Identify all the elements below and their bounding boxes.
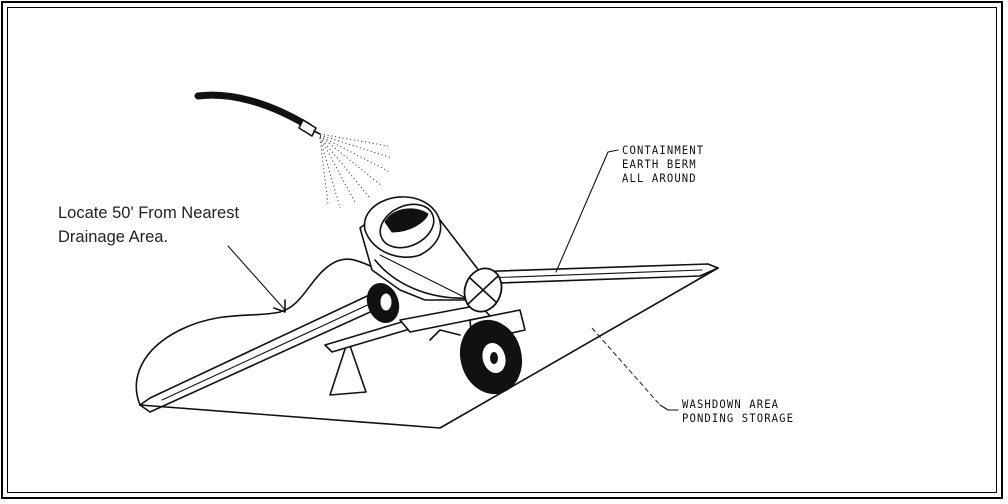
crank-wheel (463, 267, 503, 313)
washdown-label-line2: PONDING STORAGE (682, 411, 795, 425)
drainage-mound (179, 258, 381, 331)
mixer-stand (324, 304, 526, 396)
mixer-drum (359, 196, 491, 301)
earth-berm-right (469, 263, 719, 285)
inner-frame (7, 7, 997, 493)
hose (194, 91, 321, 137)
berm-label-line2: EARTH BERM (622, 157, 697, 171)
washdown-label-line1: WASHDOWN AREA (682, 397, 780, 411)
ponding-pad (135, 267, 719, 429)
leader-berm (555, 149, 619, 273)
berm-label-line3: ALL AROUND (622, 171, 697, 185)
berm-label-line1: CONTAINMENT (622, 143, 705, 157)
drainage-note-line1: Locate 50' From Nearest (58, 204, 240, 222)
front-wheel (429, 319, 523, 395)
back-wheel (366, 283, 400, 323)
water-spray (319, 133, 393, 209)
leader-washdown (591, 327, 679, 411)
leader-drainage (227, 245, 286, 313)
earth-berm-left (139, 289, 391, 413)
drainage-note-line2: Drainage Area. (58, 228, 169, 246)
